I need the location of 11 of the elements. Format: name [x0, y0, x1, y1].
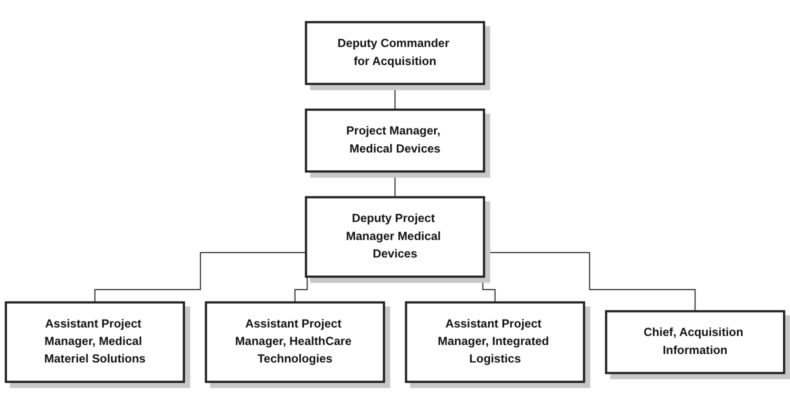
connector [394, 170, 396, 198]
node-box: Deputy Commander for Acquisition [304, 21, 486, 86]
node-box: Assistant Project Manager, Medical Materiel Solutions [4, 301, 185, 383]
node-box: Project Manager, Medical Devices [304, 108, 486, 173]
connector [94, 252, 306, 303]
node-box: Deputy Project Manager Medical Devices [304, 196, 486, 278]
connector [394, 83, 396, 110]
node-box: Chief, Acquisition Information [605, 310, 786, 374]
node-box: Assistant Project Manager, HealthCare Technologies [204, 301, 386, 383]
node-box: Assistant Project Manager, Integrated Logistics [404, 301, 586, 383]
connector [484, 252, 696, 312]
